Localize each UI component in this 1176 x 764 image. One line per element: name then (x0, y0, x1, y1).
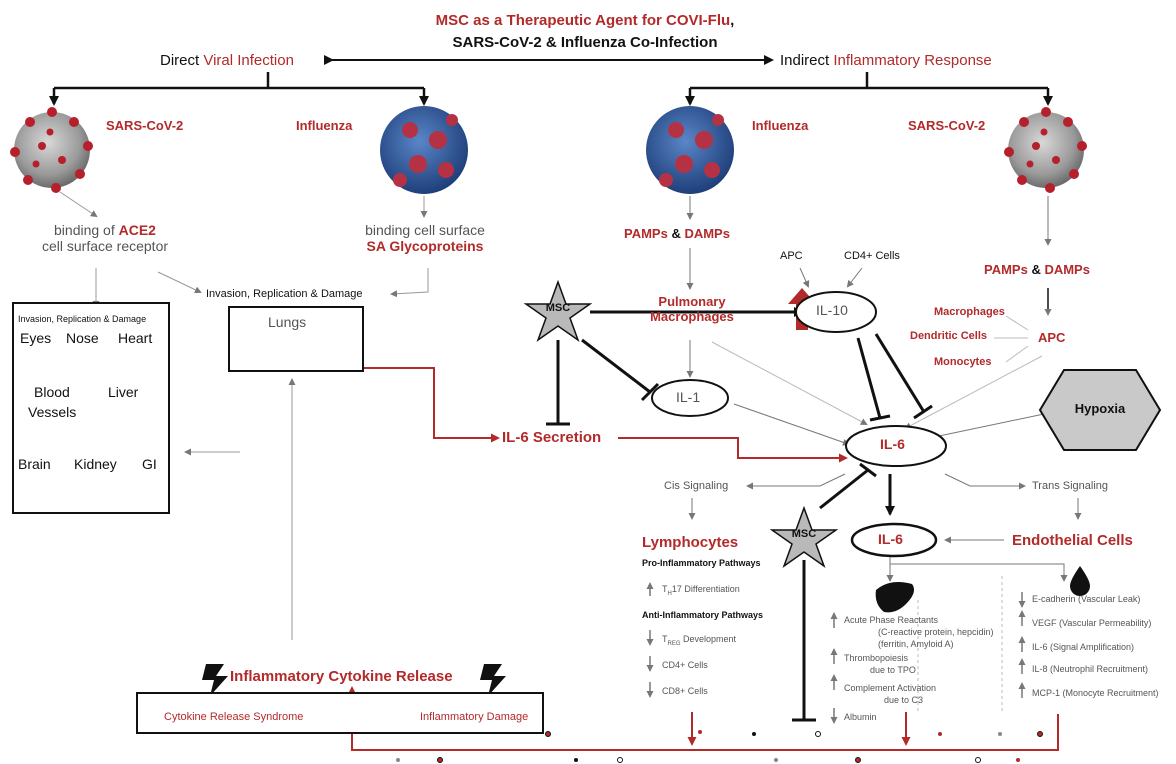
indirect-inflammatory-label: Indirect Inflammatory Response (780, 52, 992, 69)
vessels-label: Vessels (28, 404, 77, 420)
pro-inflammatory-label: Pro-Inflammatory Pathways (642, 558, 761, 568)
endothelial-title: Endothelial Cells (1012, 532, 1133, 549)
apc-bracket-lines (994, 315, 1029, 363)
inflammatory-damage-label: Inflammatory Damage (420, 711, 529, 723)
pamps-damps-right: PAMPs & DAMPs (984, 262, 1090, 277)
il6-secretion-path (364, 367, 848, 463)
acute-phase-label: Acute Phase Reactants (C-reactive protei… (844, 615, 994, 649)
liver-icon (875, 582, 914, 613)
cis-signaling-label: Cis Signaling (664, 480, 729, 492)
endothelial-item: MCP-1 (Monocyte Recruitment) (1032, 688, 1159, 698)
influenza-left-label: Influenza (296, 118, 353, 133)
cd4-lymph-label: CD4+ Cells (662, 660, 708, 670)
crs-label: Cytokine Release Syndrome (164, 711, 304, 723)
il6-lower-label: IL-6 (878, 531, 903, 547)
sars-cov-2-virus-right-icon (1004, 107, 1087, 193)
lymphocytes-title: Lymphocytes (642, 534, 739, 551)
kidney-label: Kidney (74, 456, 117, 472)
dashed-separator (917, 576, 1003, 712)
brain-label: Brain (18, 456, 51, 472)
page-title: MSC as a Therapeutic Agent for COVI-Flu, (435, 12, 735, 29)
apc-dendritic-label: Dendritic Cells (910, 330, 988, 342)
sars-right-label: SARS-CoV-2 (908, 118, 986, 133)
ace2-label: binding of ACE2 cell surface receptor (41, 222, 169, 254)
il6-secretion-label: IL-6 Secretion (502, 429, 602, 446)
sa-label: binding cell surface SA Glycoproteins (365, 222, 485, 254)
apc-label: APC (1038, 330, 1066, 345)
apc-macrophages-label: Macrophages (934, 306, 1005, 318)
il1-label: IL-1 (676, 389, 701, 405)
hypoxia-hexagon (1038, 369, 1162, 451)
msc-bottom-label: MSC (791, 528, 817, 540)
trans-signaling-label: Trans Signaling (1032, 480, 1109, 492)
msc-star-bottom-icon (769, 505, 839, 568)
apc-monocytes-label: Monocytes (934, 356, 992, 368)
cytokine-ellipses (651, 291, 947, 558)
left-flow-arrows (59, 191, 429, 640)
albumin-label: Albumin (844, 712, 877, 722)
cytokine-dots (376, 726, 1043, 763)
apc-small-label: APC (780, 250, 803, 262)
influenza-virus-right-icon (646, 106, 734, 194)
endothelial-item: IL-6 (Signal Amplification) (1032, 642, 1135, 652)
hypoxia-label: Hypoxia (1074, 401, 1126, 416)
il10-label: IL-10 (816, 302, 848, 318)
left-bracket (49, 72, 429, 106)
treg-label: TREG Development (662, 634, 737, 647)
liver-label: Liver (108, 384, 139, 400)
organ-box (12, 302, 170, 514)
cd4-cells-label: CD4+ Cells (844, 250, 900, 262)
nose-label: Nose (66, 330, 99, 346)
th17-label: TH17 Differentiation (662, 584, 740, 597)
endothelial-item: IL-8 (Neutrophil Recruitment) (1032, 664, 1149, 674)
endothelial-item: E-cadherin (Vascular Leak) (1032, 594, 1141, 604)
msc-star-top-icon (523, 279, 593, 342)
direct-viral-infection-label: Direct Viral Infection (160, 52, 294, 69)
inflammatory-cytokine-release-label: Inflammatory Cytokine Release (230, 668, 453, 685)
sars-cov-2-virus-left-icon (10, 107, 93, 193)
endothelial-item: VEGF (Vascular Permeability) (1032, 618, 1152, 628)
invasion-label: Invasion, Replication & Damage (206, 288, 363, 300)
influenza-virus-left-icon (380, 106, 468, 194)
right-bracket (685, 72, 1053, 106)
anti-inflammatory-label: Anti-Inflammatory Pathways (642, 610, 764, 620)
organ-box-title: Invasion, Replication & Damage (18, 314, 147, 324)
eyes-label: Eyes (20, 330, 52, 346)
heart-label: Heart (118, 330, 153, 346)
gi-label: GI (142, 456, 157, 472)
page-subtitle: SARS-CoV-2 & Influenza Co-Infection (452, 34, 718, 51)
il6-center-label: IL-6 (880, 436, 905, 452)
influenza-right-label: Influenza (752, 118, 809, 133)
blood-label: Blood (34, 384, 70, 400)
pamps-damps-left: PAMPs & DAMPs (624, 226, 730, 241)
blood-drop-icon (1070, 566, 1090, 596)
sars-left-label: SARS-CoV-2 (106, 118, 184, 133)
lungs-box (228, 306, 364, 372)
msc-inhibition-lines (546, 307, 933, 722)
cd8-lymph-label: CD8+ Cells (662, 686, 708, 696)
msc-top-label: MSC (545, 302, 571, 314)
crs-box (136, 692, 544, 734)
lightning-bolt-icons (202, 664, 506, 696)
lungs-label: Lungs (268, 314, 307, 330)
